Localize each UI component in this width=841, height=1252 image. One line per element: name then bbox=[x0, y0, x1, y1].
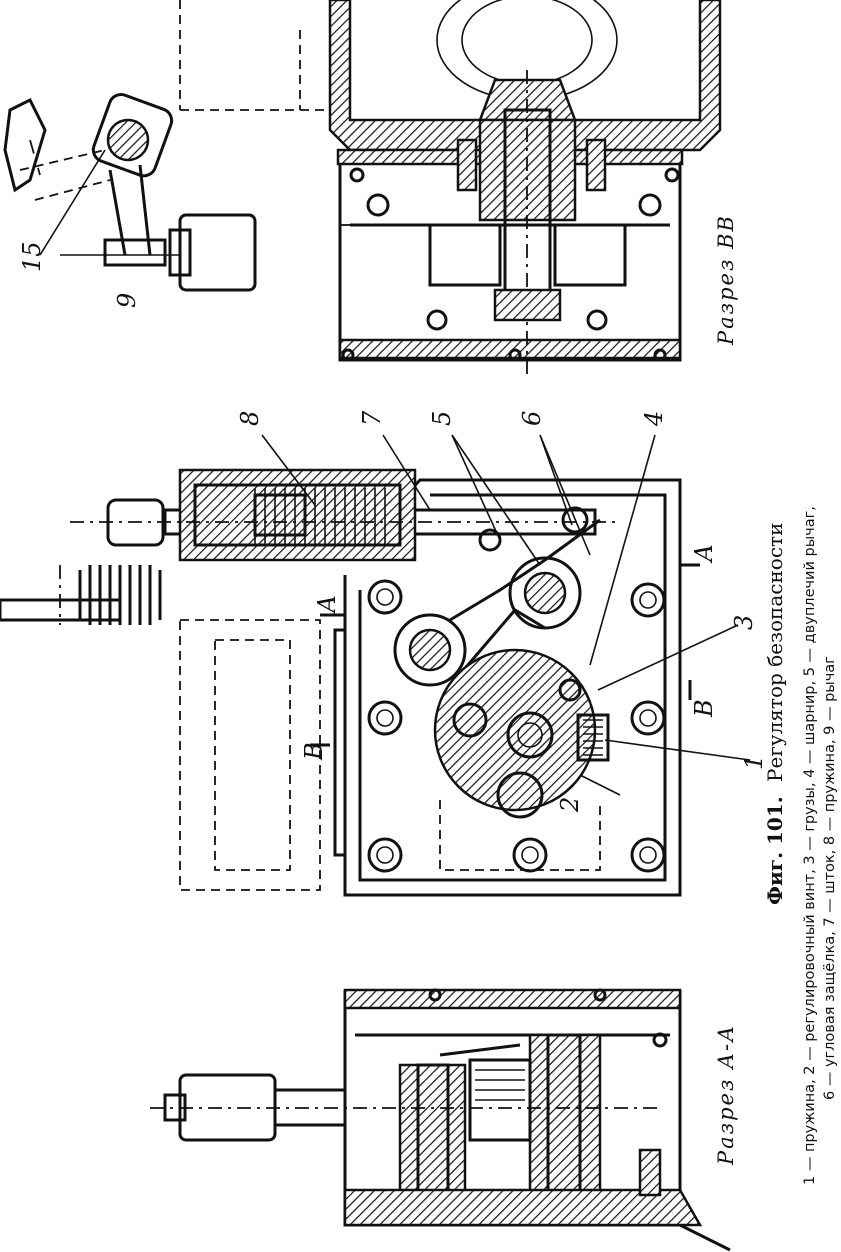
cut-marker-b-right: В bbox=[690, 699, 718, 718]
main-regulator-view bbox=[0, 434, 751, 897]
callout-4: 4 bbox=[640, 411, 668, 427]
section-aa-view bbox=[150, 988, 731, 1252]
svg-text:Фиг. 101. Регулятор безо: Фиг. 101. Регулятор безопасности bbox=[763, 523, 787, 905]
callout-9: 9 bbox=[113, 293, 141, 308]
cut-marker-a-bottom: А bbox=[690, 544, 718, 564]
callout-15: 15 bbox=[18, 241, 46, 272]
callout-7: 7 bbox=[358, 410, 386, 426]
callout-5: 5 bbox=[428, 411, 456, 426]
figure-title: Регулятор безопасности bbox=[763, 523, 787, 782]
section-aa-label: Разрез А-А bbox=[714, 1024, 738, 1166]
legend-line-2: 6 — угловая защёлка, 7 — шток, 8 — пружи… bbox=[822, 656, 838, 1100]
section-bb-view bbox=[179, 0, 722, 380]
lever-detail-view bbox=[3, 93, 257, 292]
callout-1: 1 bbox=[740, 755, 768, 770]
cut-marker-b-left: В bbox=[300, 742, 328, 761]
callout-6: 6 bbox=[518, 411, 546, 426]
legend-line-1: 1 — пружина, 2 — регулировочный винт, 3 … bbox=[802, 506, 818, 1185]
section-bb-label: Разрез ВВ bbox=[714, 214, 738, 346]
figure-number: Фиг. 101. bbox=[763, 796, 787, 905]
callout-2: 2 bbox=[556, 797, 584, 813]
figure-caption: Фиг. 101. Регулятор безопасности 1 — пру… bbox=[763, 506, 838, 1185]
cut-marker-a-top: А bbox=[313, 595, 341, 615]
callout-8: 8 bbox=[236, 411, 264, 426]
callout-3: 3 bbox=[730, 615, 758, 630]
